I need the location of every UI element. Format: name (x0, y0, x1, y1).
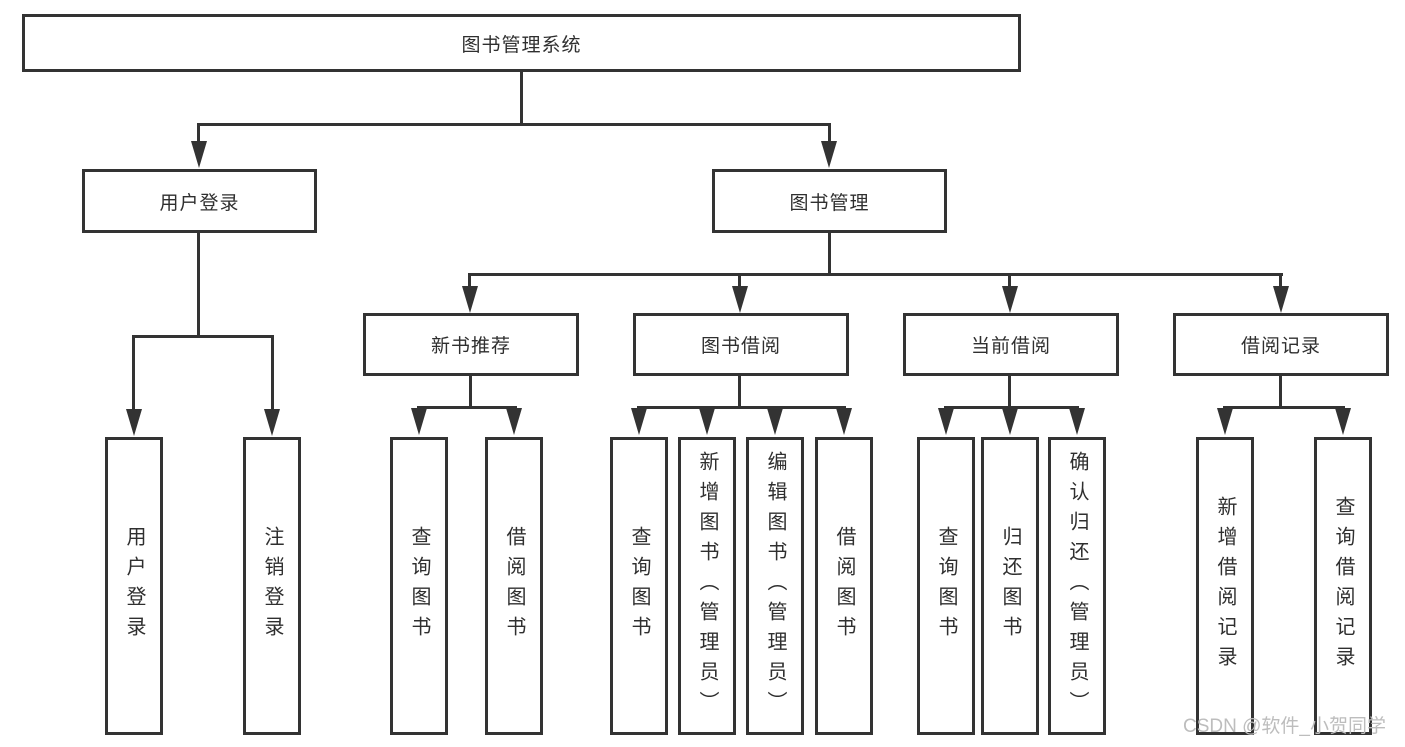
arrowhead-down-icon (191, 141, 207, 168)
node-book-management: 图书管理 (712, 169, 947, 233)
line-segment (1008, 273, 1011, 289)
leaf-label: 确认归还（管理员） (1066, 451, 1088, 721)
arrowhead-down-icon (1002, 286, 1018, 313)
arrowhead-down-icon (836, 408, 852, 435)
arrowhead-down-icon (506, 408, 522, 435)
line-segment (738, 376, 741, 408)
arrowhead-down-icon (411, 408, 427, 435)
node-user-login: 用户登录 (82, 169, 317, 233)
line-segment (828, 233, 831, 275)
leaf-label: 用户登录 (123, 526, 145, 646)
node-new-book-recommend: 新书推荐 (363, 313, 579, 376)
line-segment (271, 335, 274, 413)
line-segment (197, 123, 200, 145)
arrowhead-down-icon (1273, 286, 1289, 313)
arrowhead-down-icon (821, 141, 837, 168)
node-book-borrow: 图书借阅 (633, 313, 849, 376)
node-new-book-recommend-label: 新书推荐 (430, 336, 511, 357)
node-root-label: 图书管理系统 (461, 34, 582, 56)
line-segment (637, 406, 846, 409)
arrowhead-down-icon (126, 409, 142, 436)
node-borrow-records: 借阅记录 (1173, 313, 1389, 376)
arrowhead-down-icon (631, 408, 647, 435)
arrowhead-down-icon (1002, 408, 1018, 435)
line-segment (1223, 406, 1345, 409)
leaf-user-login: 用户登录 (105, 437, 163, 735)
leaf-return-books: 归还图书 (981, 437, 1039, 735)
line-segment (520, 72, 523, 125)
leaf-label: 查询图书 (628, 526, 650, 646)
arrowhead-down-icon (1217, 408, 1233, 435)
leaf-label: 查询图书 (408, 526, 430, 646)
line-segment (197, 123, 831, 126)
line-segment (944, 406, 1079, 409)
line-segment (132, 335, 274, 338)
node-book-management-label: 图书管理 (789, 192, 870, 214)
leaf-query-books-recommend: 查询图书 (390, 437, 448, 735)
arrowhead-down-icon (699, 408, 715, 435)
leaf-label: 注销登录 (261, 526, 283, 646)
arrowhead-down-icon (732, 286, 748, 313)
node-book-borrow-label: 图书借阅 (700, 336, 781, 357)
arrowhead-down-icon (462, 286, 478, 313)
line-segment (417, 406, 517, 409)
leaf-query-books-current: 查询图书 (917, 437, 975, 735)
leaf-query-borrow-record: 查询借阅记录 (1314, 437, 1372, 735)
line-segment (132, 335, 135, 413)
node-user-login-label: 用户登录 (159, 192, 240, 214)
node-root: 图书管理系统 (22, 14, 1021, 72)
line-segment (469, 376, 472, 408)
node-current-borrow: 当前借阅 (903, 313, 1119, 376)
leaf-label: 编辑图书（管理员） (764, 451, 786, 721)
arrowhead-down-icon (938, 408, 954, 435)
leaf-label: 借阅图书 (833, 526, 855, 646)
line-segment (828, 123, 831, 145)
arrowhead-down-icon (1069, 408, 1085, 435)
node-current-borrow-label: 当前借阅 (970, 336, 1051, 357)
leaf-add-books-admin: 新增图书（管理员） (678, 437, 736, 735)
leaf-confirm-return-admin: 确认归还（管理员） (1048, 437, 1106, 735)
leaf-query-books-borrow: 查询图书 (610, 437, 668, 735)
line-segment (197, 233, 200, 337)
leaf-logout-login: 注销登录 (243, 437, 301, 735)
leaf-label: 新增图书（管理员） (696, 451, 718, 721)
arrowhead-down-icon (1335, 408, 1351, 435)
csdn-watermark: CSDN @软件_小贺同学 (1183, 716, 1386, 737)
leaf-borrow-books-recommend: 借阅图书 (485, 437, 543, 735)
leaf-edit-books-admin: 编辑图书（管理员） (746, 437, 804, 735)
line-segment (469, 273, 1283, 276)
leaf-borrow-books: 借阅图书 (815, 437, 873, 735)
leaf-add-borrow-record: 新增借阅记录 (1196, 437, 1254, 735)
line-segment (1008, 376, 1011, 408)
leaf-label: 借阅图书 (503, 526, 525, 646)
line-segment (738, 273, 741, 289)
leaf-label: 查询借阅记录 (1332, 496, 1354, 676)
arrowhead-down-icon (264, 409, 280, 436)
node-borrow-records-label: 借阅记录 (1240, 336, 1321, 357)
arrowhead-down-icon (767, 408, 783, 435)
leaf-label: 新增借阅记录 (1214, 496, 1236, 676)
line-segment (1279, 273, 1282, 289)
leaf-label: 查询图书 (935, 526, 957, 646)
line-segment (1279, 376, 1282, 408)
line-segment (468, 273, 471, 289)
leaf-label: 归还图书 (999, 526, 1021, 646)
